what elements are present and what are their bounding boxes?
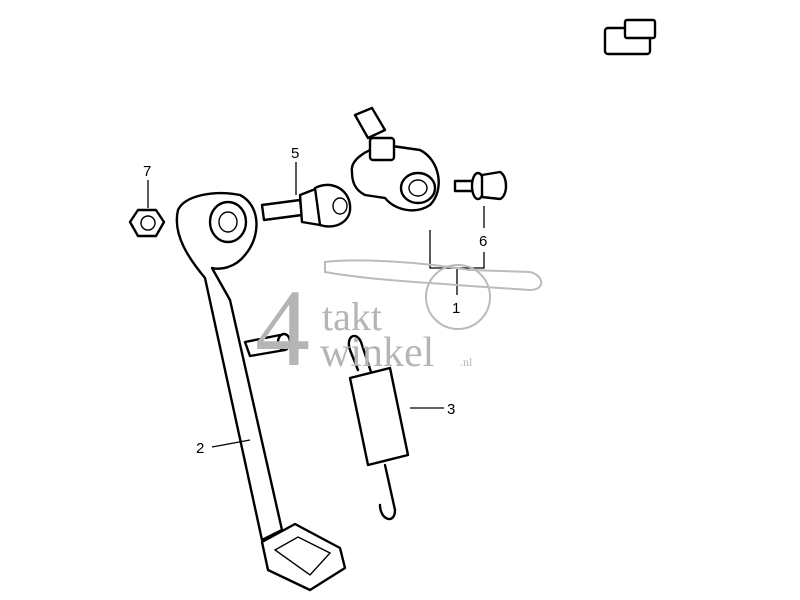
watermark-suffix: .nl (460, 355, 473, 369)
callout-6: 6 (479, 233, 487, 250)
pivot-bolt-part (260, 183, 352, 228)
callout-3: 3 (447, 401, 455, 418)
leader-lines (147, 162, 485, 448)
watermark-line1: takt (322, 294, 382, 339)
callout-5: 5 (291, 145, 299, 162)
spring-part (347, 334, 410, 521)
callout-1: 1 (452, 300, 460, 317)
side-stand-switch-part (322, 18, 657, 212)
callout-2: 2 (196, 440, 204, 457)
switch-bolt-part (453, 170, 508, 201)
watermark-digit: 4 (255, 267, 310, 389)
side-stand-part (175, 191, 347, 592)
watermark-line2: winkel (320, 330, 434, 376)
callout-7: 7 (143, 163, 151, 180)
watermark-logo: 4 takt winkel .nl (255, 259, 543, 389)
nut-part (128, 208, 166, 238)
